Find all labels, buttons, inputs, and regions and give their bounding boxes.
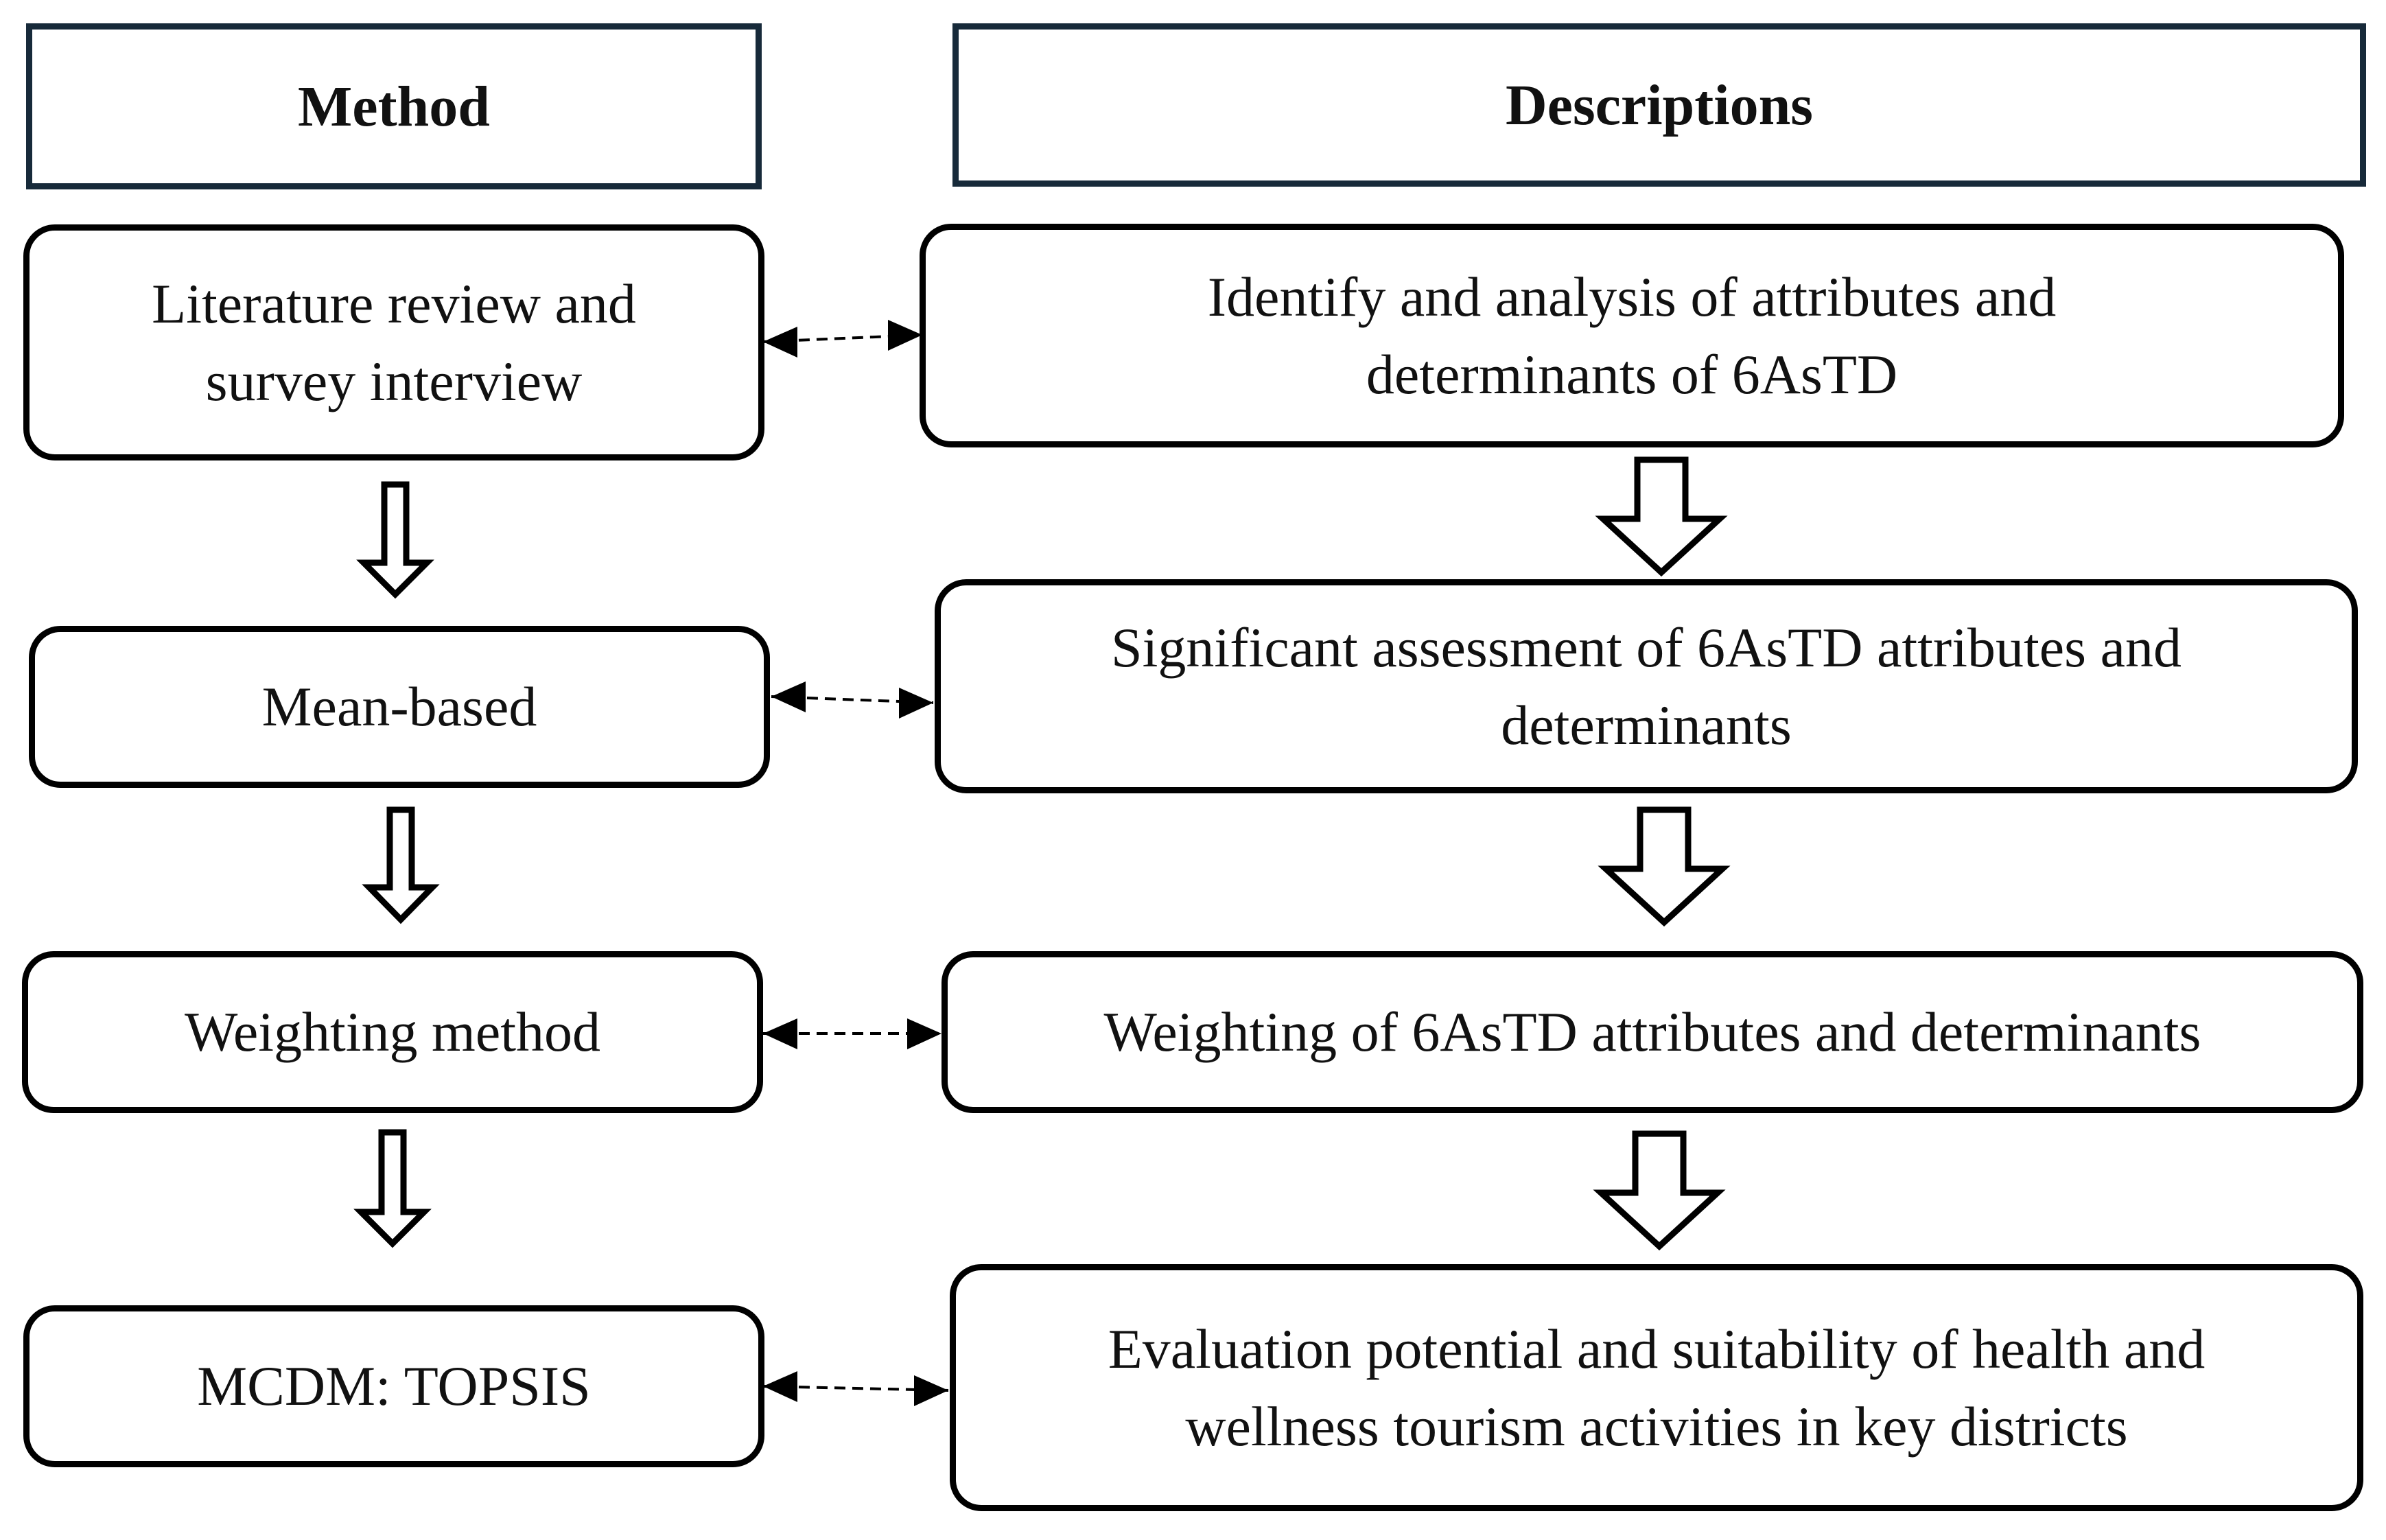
link-arrowhead-4-right (914, 1375, 948, 1406)
description-box-weighting: Weighting of 6AsTD attributes and determ… (941, 951, 2363, 1113)
description-box-line: wellness tourism activities in key distr… (1185, 1395, 2128, 1458)
down-arrow-left-2 (362, 806, 440, 924)
link-arrow-4 (762, 1385, 949, 1392)
description-box-line: determinants of 6AsTD (1366, 343, 1898, 406)
description-box-line: Weighting of 6AsTD attributes and determ… (1103, 1001, 2201, 1064)
description-box-line: Identify and analysis of attributes and (1207, 265, 2057, 328)
method-box-weighting-method: Weighting method (22, 951, 763, 1113)
description-box-line: Evaluation potential and suitability of … (1108, 1317, 2206, 1380)
descriptions-header-label: Descriptions (1506, 73, 1813, 137)
method-box-line: Literature review and (152, 272, 636, 335)
method-box-mcdm-topsis: MCDM: TOPSIS (23, 1305, 764, 1467)
method-box-line: Mean-based (261, 675, 537, 738)
down-arrow-left-1 (356, 481, 434, 599)
method-box-line: Weighting method (184, 1001, 601, 1064)
method-header-label: Method (298, 74, 490, 139)
link-arrowhead-3-left (763, 1018, 797, 1049)
description-box-line: determinants (1501, 694, 1792, 756)
method-header: Method (26, 23, 762, 189)
link-arrowhead-2-right (899, 688, 933, 719)
description-box-significant-assessment: Significant assessment of 6AsTD attribut… (935, 579, 2358, 793)
link-arrowhead-3-right (907, 1018, 941, 1049)
down-arrow-left-3 (353, 1129, 432, 1248)
method-box-mean-based: Mean-based (29, 626, 770, 788)
down-arrow-right-3 (1593, 1130, 1726, 1251)
descriptions-header: Descriptions (952, 23, 2366, 187)
method-box-literature-review: Literature review and survey interview (23, 224, 764, 460)
down-arrow-right-2 (1598, 806, 1731, 927)
link-arrowhead-2-left (771, 681, 806, 712)
link-arrowhead-1-right (888, 320, 922, 351)
link-arrowhead-1-left (763, 327, 797, 358)
description-box-evaluation: Evaluation potential and suitability of … (950, 1264, 2363, 1511)
description-box-line: Significant assessment of 6AsTD attribut… (1110, 616, 2182, 679)
method-box-line: MCDM: TOPSIS (197, 1355, 591, 1418)
description-box-identify: Identify and analysis of attributes and … (920, 224, 2344, 447)
method-box-line: survey interview (205, 350, 583, 412)
down-arrow-right-1 (1595, 456, 1728, 577)
link-arrowhead-4-left (763, 1371, 797, 1402)
